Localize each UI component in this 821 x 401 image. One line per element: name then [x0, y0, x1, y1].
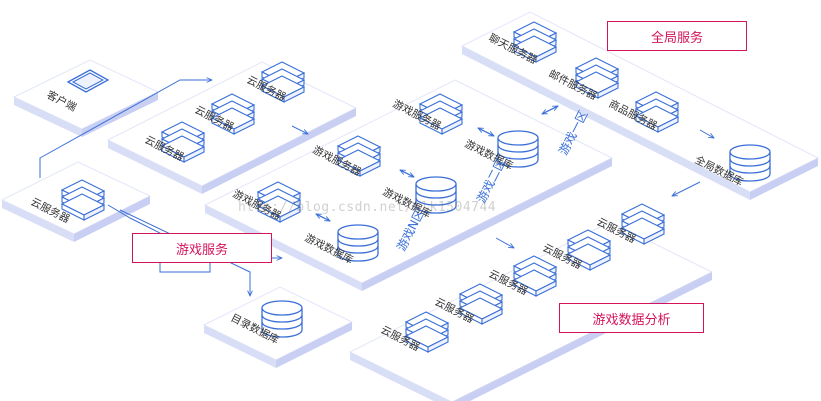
callout-global-service: 全局服务: [607, 21, 747, 51]
watermark: http://blog.csdn.net/wlk1504744: [238, 200, 497, 215]
callout-game-service: 游戏服务: [132, 233, 272, 263]
platform-game-service: [203, 79, 614, 291]
callout-game-analytics: 游戏数据分析: [559, 303, 704, 333]
